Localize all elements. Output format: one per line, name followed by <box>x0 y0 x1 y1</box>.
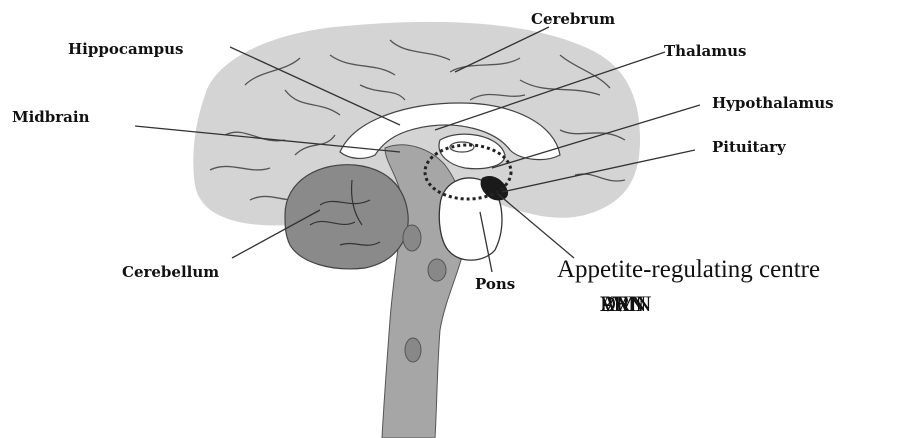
stem-blob-1 <box>403 225 421 251</box>
label-hypothalamus: Hypothalamus <box>712 94 834 112</box>
nucleus-dmn: DMN <box>600 293 651 315</box>
label-hippocampus: Hippocampus <box>68 40 183 58</box>
cerebellum-shape <box>285 165 408 269</box>
label-pituitary: Pituitary <box>712 138 786 156</box>
label-thalamus: Thalamus <box>664 42 746 60</box>
appetite-centre-title: Appetite-regulating centre <box>557 256 820 284</box>
label-pons: Pons <box>475 275 515 293</box>
stem-blob-2 <box>428 259 446 281</box>
label-cerebrum: Cerebrum <box>531 10 615 28</box>
label-cerebellum: Cerebellum <box>122 263 219 281</box>
stem-blob-3 <box>405 338 421 362</box>
label-midbrain: Midbrain <box>12 108 90 126</box>
